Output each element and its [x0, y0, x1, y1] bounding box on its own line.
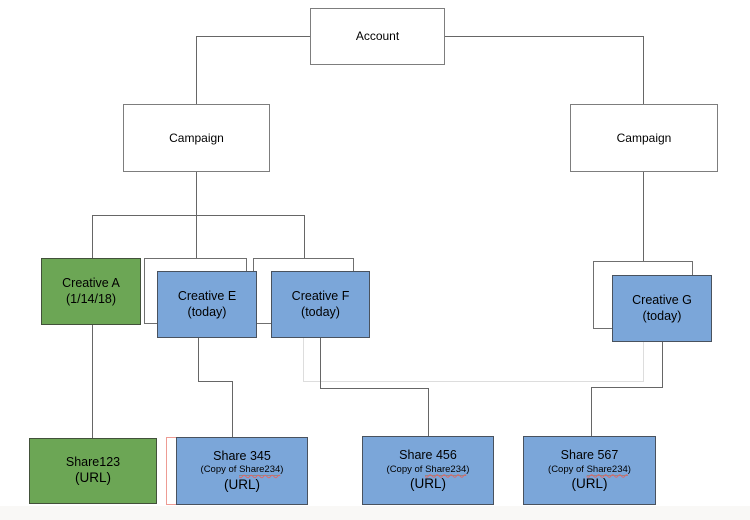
- node-share-456-label: Share 456: [399, 448, 457, 463]
- link-creative-f-to-share456-h: [320, 388, 428, 389]
- node-share-345-label: Share 345: [213, 448, 271, 463]
- node-share-567: Share 567(Copy of Share234)(URL): [523, 436, 656, 505]
- campaign-right-stem: [643, 172, 644, 261]
- node-share-345: Share 345(Copy of Share234)(URL): [176, 437, 308, 505]
- node-share-567-label: (Copy of Share234): [548, 463, 631, 476]
- node-creative-a: Creative A(1/14/18): [41, 258, 141, 325]
- node-creative-g: Creative G(today): [612, 275, 712, 342]
- link-creative-a-to-share123: [92, 325, 93, 438]
- node-creative-a-label: Creative A: [62, 275, 120, 290]
- campaign-left-branch-h: [92, 215, 305, 216]
- node-share-567-label: Share 567: [560, 448, 619, 463]
- link-f-back-to-g-back-v1: [303, 324, 304, 382]
- node-share-456: Share 456(Copy of Share234)(URL): [362, 436, 494, 505]
- node-creative-g-label: Creative G: [632, 292, 692, 307]
- misspelled-word: Share234: [425, 463, 467, 476]
- link-creative-e-to-share345-v1: [198, 330, 199, 381]
- link-creative-g-to-share567-v2: [591, 387, 592, 436]
- node-creative-e: Creative E(today): [157, 271, 257, 338]
- link-f-back-to-g-back-h: [303, 381, 644, 382]
- node-campaign-right: Campaign: [570, 104, 718, 172]
- link-account-to-campaign-right-h: [445, 36, 643, 37]
- node-share-345-label: (URL): [224, 476, 260, 492]
- node-campaign-left-label: Campaign: [169, 130, 224, 145]
- node-share-567-label: (URL): [571, 476, 608, 492]
- link-creative-e-to-share345-v2: [232, 381, 233, 437]
- node-creative-f: Creative F(today): [271, 271, 370, 338]
- node-share-123-label: (URL): [75, 470, 111, 486]
- node-share-123: Share123(URL): [29, 438, 157, 504]
- page-edge: [0, 506, 750, 520]
- link-creative-f-to-share456-v1: [320, 338, 321, 388]
- node-campaign-right-label: Campaign: [616, 130, 672, 145]
- node-campaign-left: Campaign: [123, 104, 270, 172]
- node-account-label: Account: [355, 29, 400, 43]
- link-creative-f-to-share456-v2: [428, 388, 429, 436]
- link-creative-e-to-share345-h: [198, 381, 233, 382]
- node-share-456-label: (Copy of Share234): [386, 463, 470, 476]
- node-creative-e-label: Creative E: [177, 288, 237, 303]
- node-creative-f-label: (today): [301, 304, 340, 319]
- link-creative-g-to-share567-v1: [662, 342, 663, 388]
- link-account-to-campaign-right-v: [643, 36, 644, 104]
- node-account: Account: [310, 8, 445, 65]
- branch-stub-creative-e: [196, 215, 197, 258]
- link-creative-g-to-share567-h: [591, 387, 663, 388]
- link-account-to-campaign-left-v: [196, 36, 197, 104]
- branch-stub-creative-f: [304, 215, 305, 258]
- misspelled-word: Share234: [586, 463, 628, 476]
- node-share-345-label: (Copy of Share234): [200, 464, 284, 477]
- node-creative-f-label: Creative F: [291, 288, 350, 303]
- link-f-back-to-g-back-v2: [643, 329, 644, 382]
- node-share-456-label: (URL): [410, 476, 446, 492]
- node-creative-g-label: (today): [642, 308, 682, 323]
- node-creative-e-label: (today): [187, 304, 227, 319]
- misspelled-word: Share234: [239, 464, 281, 477]
- campaign-left-stem: [196, 172, 197, 215]
- node-share-123-label: Share123: [65, 454, 121, 469]
- node-creative-a-label: (1/14/18): [65, 291, 117, 306]
- link-account-to-campaign-left-h: [196, 36, 310, 37]
- branch-stub-creative-a: [92, 215, 93, 258]
